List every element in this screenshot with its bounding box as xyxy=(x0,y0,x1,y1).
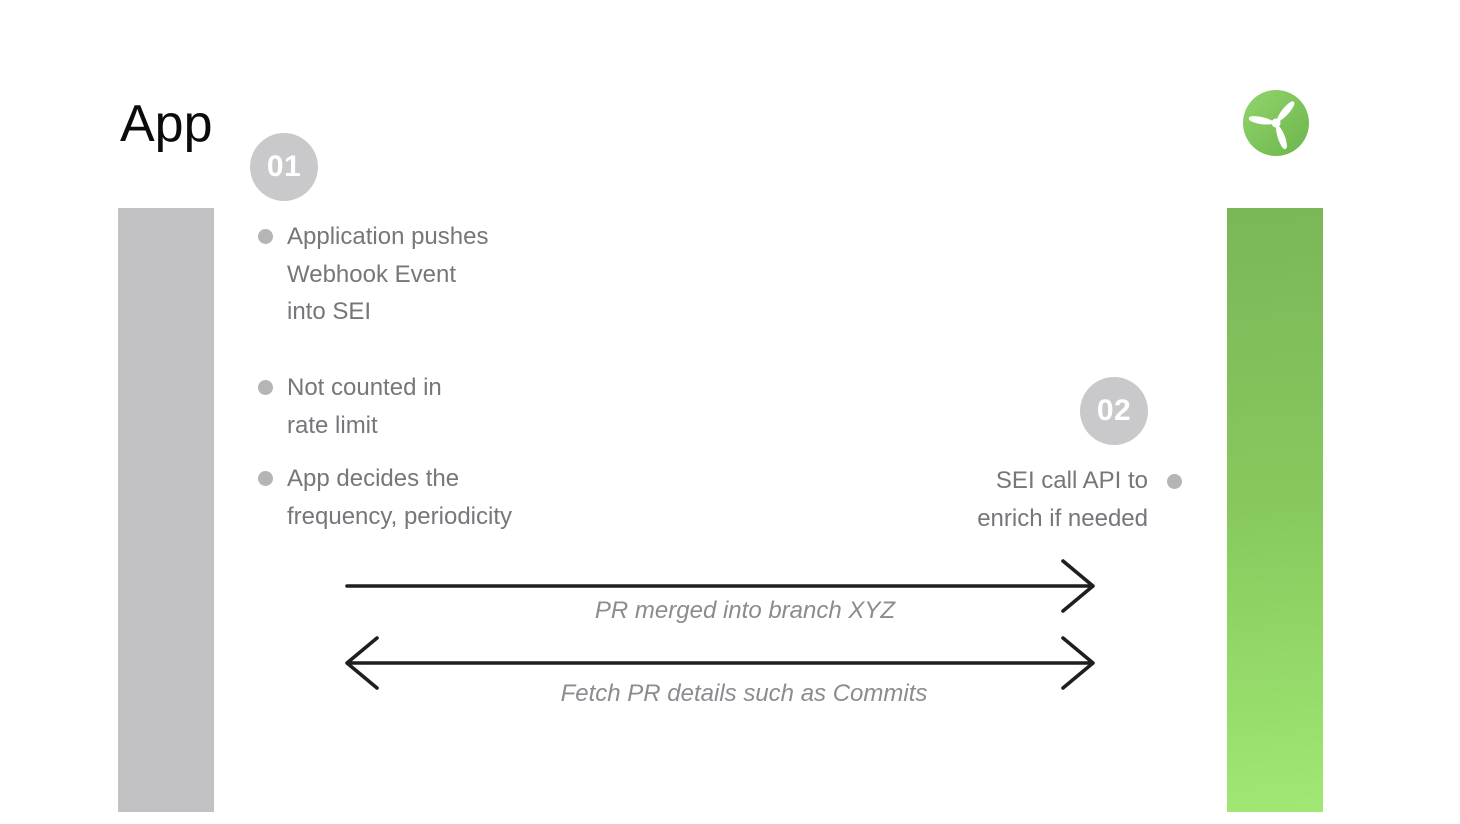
list-item: Application pushes Webhook Event into SE… xyxy=(258,218,488,331)
bullet-text: Application pushes Webhook Event into SE… xyxy=(287,223,489,325)
arrow-label: Fetch PR details such as Commits xyxy=(560,680,928,707)
dot-icon xyxy=(1167,474,1182,489)
arrow-right-icon xyxy=(345,559,1095,613)
dot-icon xyxy=(258,380,273,395)
list-item: Not counted in rate limit xyxy=(258,369,442,444)
page-title: App xyxy=(120,95,213,153)
step-badge-02: 02 xyxy=(1080,377,1148,445)
turbine-propeller-icon xyxy=(1243,90,1309,156)
list-item: App decides the frequency, periodicity xyxy=(258,460,512,535)
bullet-text: Not counted in rate limit xyxy=(287,374,442,439)
arrow-label: PR merged into branch XYZ xyxy=(594,597,896,624)
arrow-double-icon xyxy=(345,636,1095,690)
dot-icon xyxy=(258,471,273,486)
dot-icon xyxy=(258,229,273,244)
step-badge-01: 01 xyxy=(250,133,318,201)
sei-lane-bar xyxy=(1227,208,1323,812)
step-badge-01-label: 01 xyxy=(266,150,302,183)
bullet-text: SEI call API to enrich if needed xyxy=(977,467,1148,532)
bullet-text: App decides the frequency, periodicity xyxy=(287,465,512,530)
app-lane-bar xyxy=(118,208,214,812)
step-badge-02-label: 02 xyxy=(1096,394,1132,427)
